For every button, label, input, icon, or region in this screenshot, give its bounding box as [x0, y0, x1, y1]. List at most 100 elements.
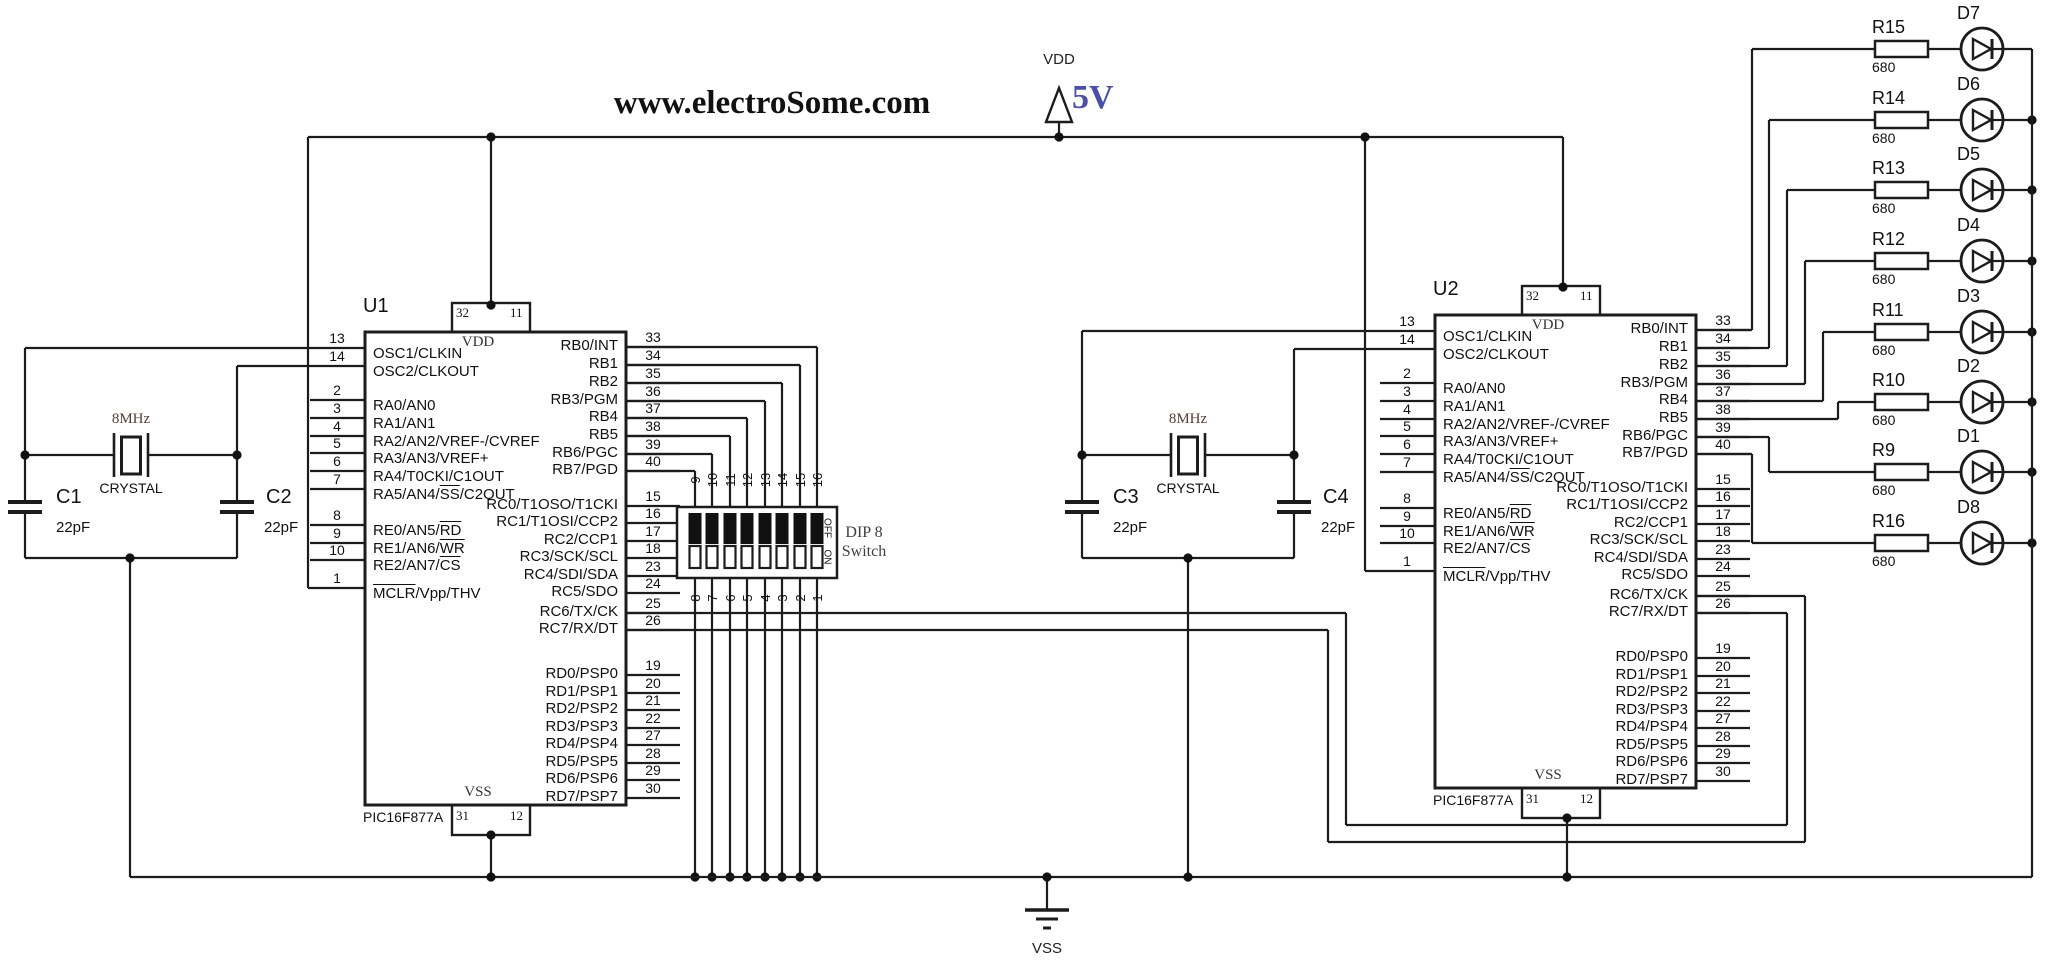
dip-pin-number: 9: [688, 476, 704, 484]
junction-dot: [486, 872, 496, 882]
crystal-frequency-label: 8MHz: [111, 411, 151, 427]
dip-switch-slot: [723, 513, 737, 544]
dip-pin-number: 6: [723, 594, 739, 602]
resistor-body: [1873, 462, 1930, 482]
supply-voltage-label: 5V: [1072, 79, 1114, 116]
pin-label: RA4/T0CKI/C1OUT: [373, 468, 504, 485]
pin-number: 27: [645, 727, 661, 743]
pin-number: 37: [1715, 383, 1731, 399]
pin-label: OSC2/CLKOUT: [373, 363, 479, 380]
pin-label: RC3/SCK/SCL: [519, 548, 618, 565]
pin-label: RD4/PSP4: [1615, 718, 1688, 735]
pin-label: RC5/SDO: [1621, 566, 1688, 583]
dip-pin-number: 13: [758, 472, 774, 488]
junction-dot: [1562, 813, 1572, 823]
pin-number: 2: [1403, 365, 1411, 381]
pin-number: 24: [645, 575, 661, 591]
led-ref-label: D6: [1957, 74, 1981, 94]
pin-label: RA3/AN3/VREF+: [373, 450, 489, 467]
dip-switch-handle: [705, 544, 719, 570]
led-anode-triangle: [1971, 530, 1994, 556]
pin-number: 20: [1715, 658, 1731, 674]
dip-pin-number: 2: [793, 594, 809, 602]
led-ref-label: D8: [1957, 497, 1981, 517]
resistor-value-label: 680: [1872, 271, 1896, 287]
pin-label: RC1/T1OSI/CCP2: [496, 513, 618, 530]
dip-switch-slot: [793, 513, 807, 544]
pin-number: 22: [1715, 693, 1731, 709]
capacitor-value-label: 22pF: [56, 519, 91, 536]
pin-number: 15: [1715, 471, 1731, 487]
pin-number: 29: [645, 762, 661, 778]
led-anode-triangle: [1971, 36, 1994, 62]
pin-number: 39: [645, 436, 661, 452]
overline-text: RD: [439, 522, 462, 539]
junction-dot: [1042, 872, 1052, 882]
pin-number: 15: [645, 488, 661, 504]
mcu-vdd-label: VDD: [1531, 317, 1565, 333]
junction-dot: [1183, 553, 1193, 563]
pin-number: 33: [645, 329, 661, 345]
mcu-vss-label: VSS: [464, 784, 492, 800]
pin-number: 13: [329, 330, 345, 346]
pin-number: 10: [1399, 525, 1415, 541]
pin-number: 9: [1403, 508, 1411, 524]
pin-label: RD3/PSP3: [545, 718, 618, 735]
pin-number: 40: [645, 453, 661, 469]
pin-number: 8: [333, 507, 341, 523]
resistor-body: [1873, 251, 1930, 271]
pin-number: 40: [1715, 436, 1731, 452]
led-ref-label: D7: [1957, 3, 1981, 23]
dip-pin-number: 15: [793, 472, 809, 488]
pin-number: 27: [1715, 710, 1731, 726]
pin-label: RC0/T1OSO/T1CKI: [1556, 479, 1688, 496]
junction-dot: [1360, 132, 1370, 142]
resistor-ref-label: R13: [1872, 158, 1906, 178]
capacitor-ref-label: C2: [266, 486, 292, 508]
dip-switch-handle: [723, 544, 737, 570]
dip-pin-number: 10: [705, 472, 721, 488]
resistor-value-label: 680: [1872, 200, 1896, 216]
pin-label: RB4: [1658, 391, 1688, 408]
junction-dot: [232, 450, 242, 460]
pin-number: 30: [645, 780, 661, 796]
dip-pin-number: 5: [740, 594, 756, 602]
vdd-pin-number: 32: [456, 305, 469, 320]
resistor-ref-label: R9: [1872, 440, 1896, 460]
pin-label: RE0/AN5/RD: [1443, 505, 1532, 522]
pin-number: 9: [333, 525, 341, 541]
capacitor-ref-label: C1: [56, 486, 82, 508]
pin-label: RA0/AN0: [1443, 380, 1506, 397]
pin-number: 13: [1399, 313, 1415, 329]
pin-label: RB0/INT: [560, 337, 618, 354]
dip-pin-number: 4: [758, 594, 774, 602]
pin-label: RD6/PSP6: [1615, 753, 1688, 770]
pin-label: RB6/PGC: [552, 444, 618, 461]
pin-number: 38: [1715, 401, 1731, 417]
junction-dot: [486, 300, 496, 310]
pin-label: RD2/PSP2: [1615, 683, 1688, 700]
pin-label: RD7/PSP7: [1615, 771, 1688, 788]
pin-label: RC6/TX/CK: [539, 603, 618, 620]
pin-label: RA3/AN3/VREF+: [1443, 433, 1559, 450]
vdd-net-label: VDD: [1043, 51, 1075, 68]
pin-label: RC2/CCP1: [1613, 514, 1688, 531]
pin-number: 1: [333, 570, 341, 586]
vss-pin-connector: [1520, 786, 1602, 820]
capacitor-value-label: 22pF: [1113, 519, 1148, 536]
pin-label: RD2/PSP2: [545, 700, 618, 717]
pin-number: 17: [1715, 506, 1731, 522]
pin-label: RD0/PSP0: [545, 665, 618, 682]
site-watermark: www.electroSome.com: [613, 85, 931, 121]
pin-number: 3: [1403, 383, 1411, 399]
pin-number: 2: [333, 382, 341, 398]
pin-label: RC4/SDI/SDA: [523, 566, 618, 583]
pin-label: RC3/SCK/SCL: [1589, 531, 1688, 548]
pin-label: RC2/CCP1: [543, 531, 618, 548]
pin-number: 36: [1715, 366, 1731, 382]
pin-label: MCLR/Vpp/THV: [373, 585, 481, 602]
pin-number: 20: [645, 675, 661, 691]
pin-label: RB5: [1658, 409, 1688, 426]
dip-switch-handle: [793, 544, 807, 570]
pin-label: RB1: [1658, 338, 1688, 355]
